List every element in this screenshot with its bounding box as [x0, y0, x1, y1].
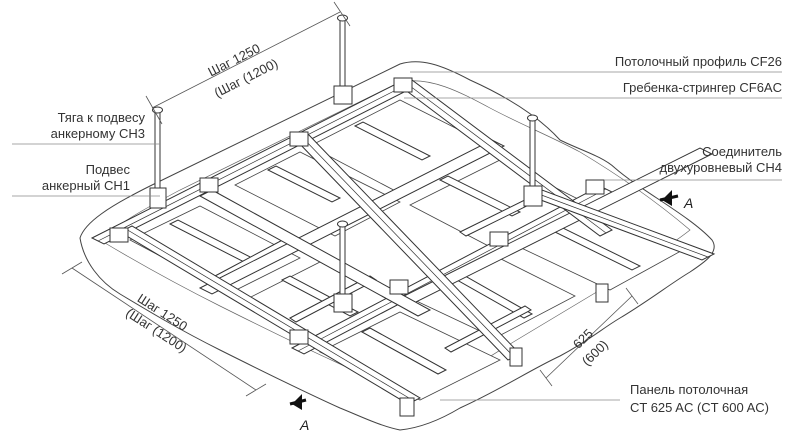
label-connector-ch4-line2: двухуровневый CH4 — [660, 160, 782, 175]
connectors — [109, 77, 609, 417]
label-panel-line1: Панель потолочная — [630, 382, 748, 397]
label-stringer-cf6ac: Гребенка-стрингер CF6AC — [623, 80, 782, 95]
section-mark-bottom-letter: A — [299, 417, 309, 433]
label-profile-cf26: Потолочный профиль CF26 — [615, 54, 782, 69]
suspension-rods — [149, 14, 543, 313]
label-connector-ch4-line1: Соединитель — [702, 144, 782, 159]
leader-lines — [12, 71, 782, 401]
label-hanger-ch1-line1: Подвес — [86, 162, 131, 177]
dimension-lines — [61, 1, 639, 397]
section-mark-right — [659, 190, 679, 206]
ceiling-breakout-outline — [79, 61, 715, 431]
section-mark-bottom — [289, 394, 307, 410]
section-mark-right-letter: A — [683, 195, 693, 211]
main-profiles-diagonal — [90, 81, 714, 355]
stringer-profiles — [118, 79, 716, 405]
label-rod-ch3-line2: анкерному CH3 — [51, 126, 145, 141]
label-hanger-ch1-line2: анкерный CH1 — [42, 178, 130, 193]
label-panel-line2: CT 625 AC (CT 600 AC) — [630, 400, 769, 415]
label-rod-ch3-line1: Тяга к подвесу — [58, 110, 146, 125]
